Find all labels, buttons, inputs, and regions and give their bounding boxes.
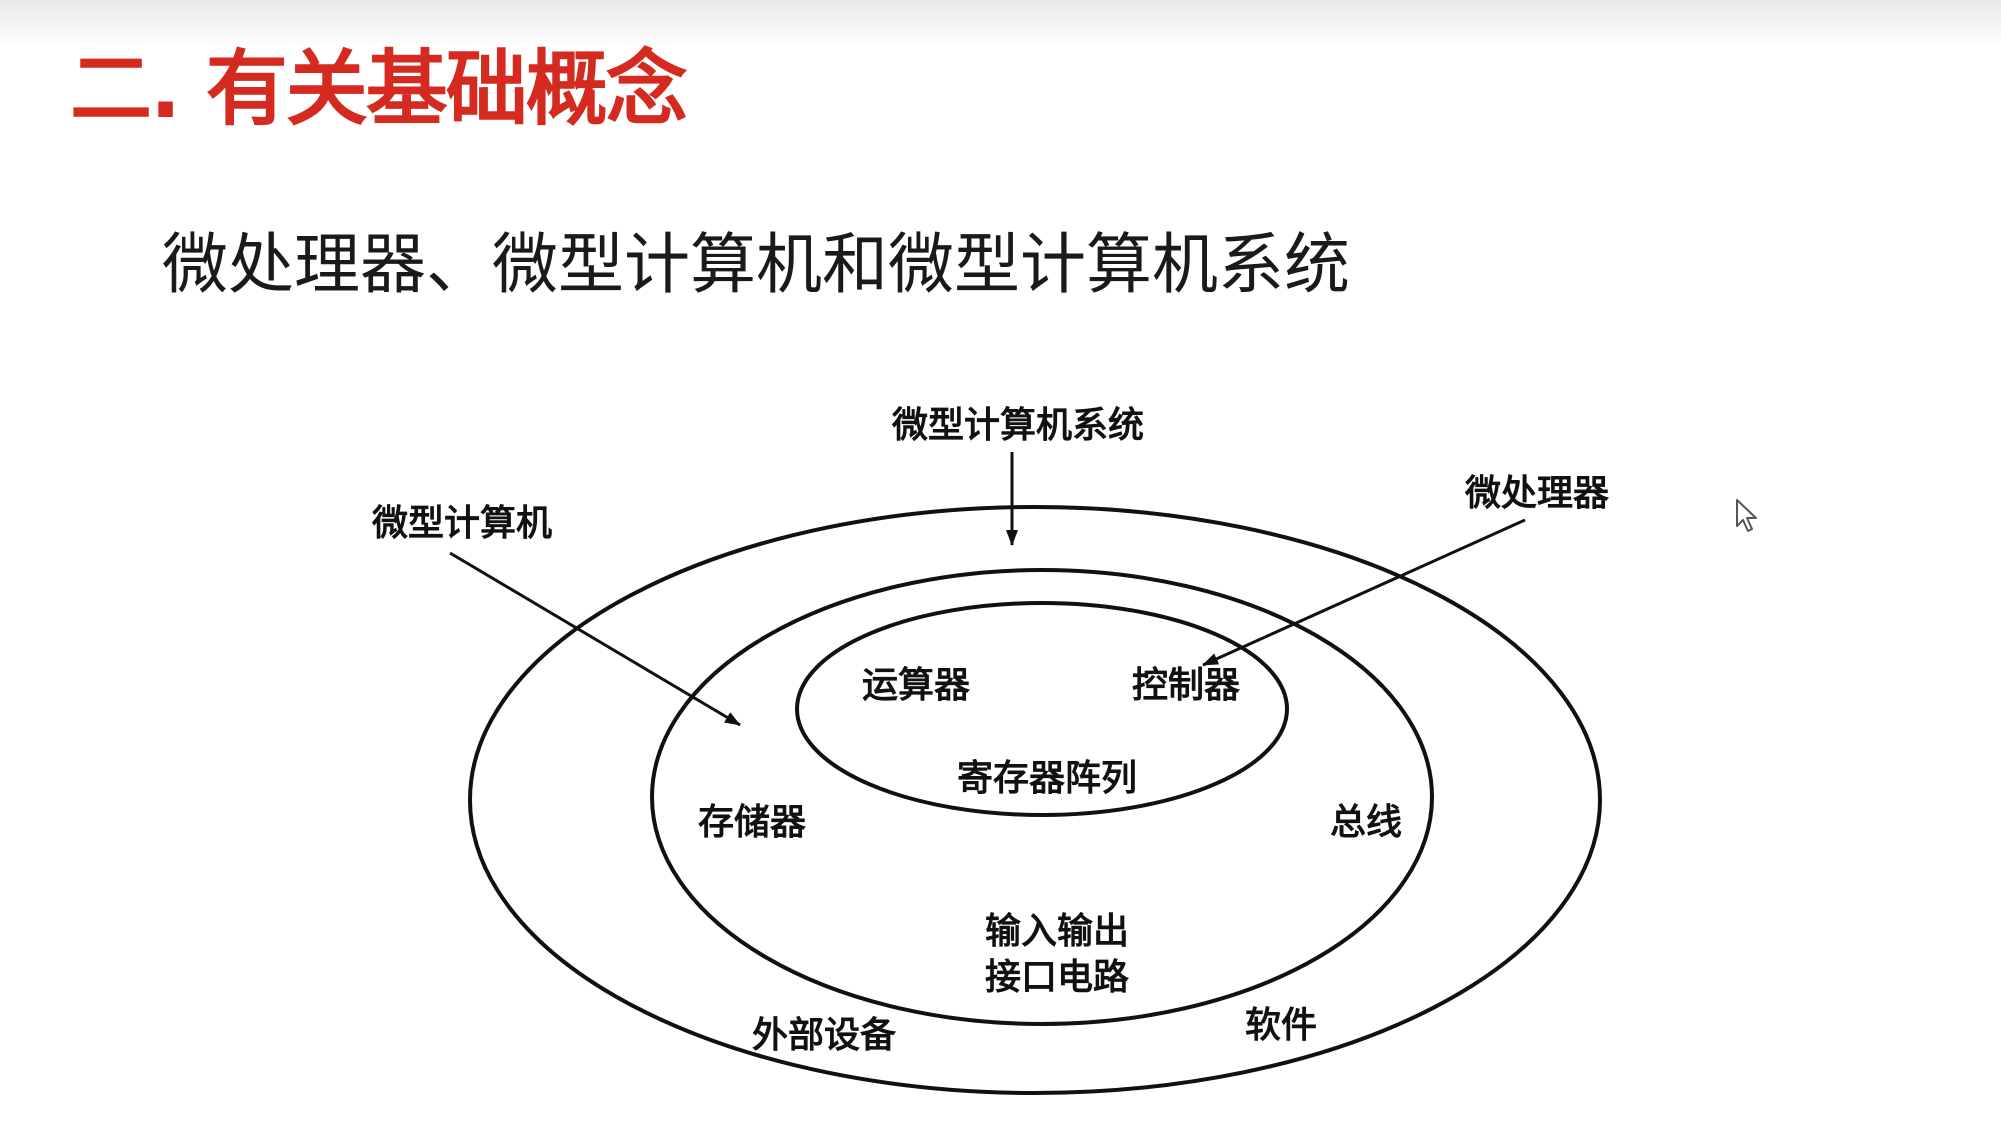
label-register-array: 寄存器阵列	[957, 757, 1137, 799]
label-io-line2: 接口电路	[985, 956, 1130, 998]
top-shade	[0, 0, 2001, 48]
label-microcomputer: 微型计算机	[371, 502, 552, 544]
microprocessor-ellipse	[795, 601, 1289, 817]
label-alu: 运算器	[862, 664, 971, 706]
label-software: 软件	[1245, 1004, 1317, 1046]
arrow-computer	[449, 551, 741, 727]
arrow-microprocessor	[1202, 518, 1526, 667]
label-microprocessor: 微处理器	[1464, 472, 1610, 514]
label-memory: 存储器	[698, 801, 807, 843]
mouse-cursor-icon	[1736, 499, 1757, 532]
system-ellipse	[468, 505, 1602, 1095]
label-controller: 控制器	[1132, 664, 1241, 706]
slide-subtitle: 微处理器、微型计算机和微型计算机系统	[162, 226, 1350, 303]
computer-ellipse	[650, 568, 1434, 1026]
label-microcomputer-system: 微型计算机系统	[891, 404, 1144, 446]
label-peripherals: 外部设备	[752, 1014, 897, 1056]
section-title: 二. 有关基础概念	[70, 42, 688, 137]
label-bus: 总线	[1330, 801, 1402, 843]
label-io-line1: 输入输出	[985, 910, 1129, 952]
